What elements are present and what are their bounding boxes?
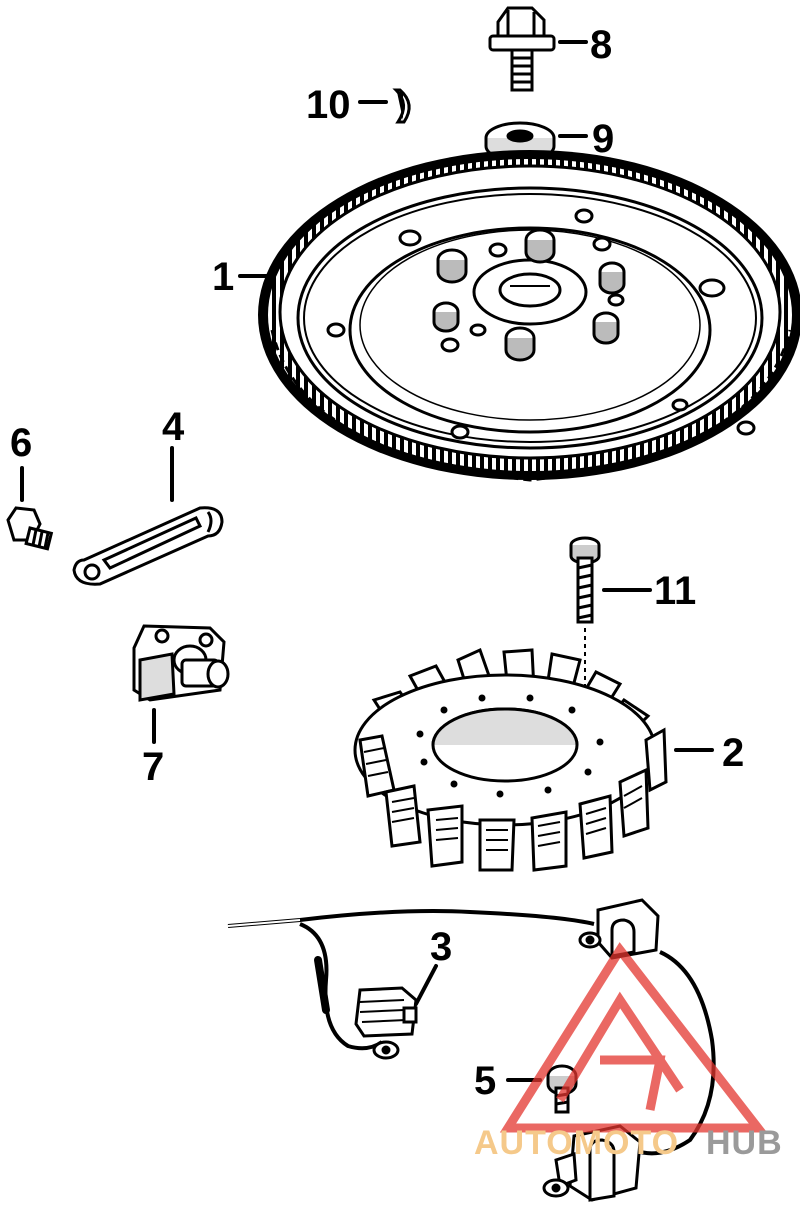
watermark-text-hub: HUB — [706, 1124, 783, 1162]
callout-4: 4 — [162, 405, 185, 449]
bracket-4 — [72, 506, 224, 586]
callout-11: 11 — [654, 569, 696, 613]
callout-10: 10 — [306, 83, 351, 127]
callout-3: 3 — [430, 925, 452, 969]
automotohub-logo-icon — [499, 942, 768, 1133]
flywheel-bolt — [488, 6, 556, 92]
sensor-7 — [132, 624, 230, 702]
automotohub-watermark: AUTOMOTO HUB — [474, 942, 783, 1162]
callout-5: 5 — [474, 1059, 496, 1103]
flywheel — [258, 150, 800, 482]
screw-6 — [6, 506, 54, 551]
leader-lines — [20, 40, 714, 1082]
watermark-text-automoto: AUTOMOTO — [474, 1124, 679, 1162]
ignition-module-3 — [354, 986, 418, 1060]
callout-6: 6 — [10, 421, 32, 465]
flywheel-key — [392, 88, 411, 124]
callout-8: 8 — [590, 23, 612, 67]
callout-9: 9 — [592, 117, 614, 161]
stator — [353, 647, 668, 872]
callout-2: 2 — [722, 731, 744, 775]
callout-7: 7 — [142, 745, 164, 789]
screw-11 — [569, 536, 601, 712]
ignition-module-top — [578, 898, 660, 960]
callout-labels: 1 2 3 4 5 6 7 8 9 10 11 — [10, 23, 744, 1103]
wiring-harness — [227, 909, 716, 1156]
ignition-module-5 — [542, 1124, 642, 1202]
callout-1: 1 — [212, 255, 234, 299]
